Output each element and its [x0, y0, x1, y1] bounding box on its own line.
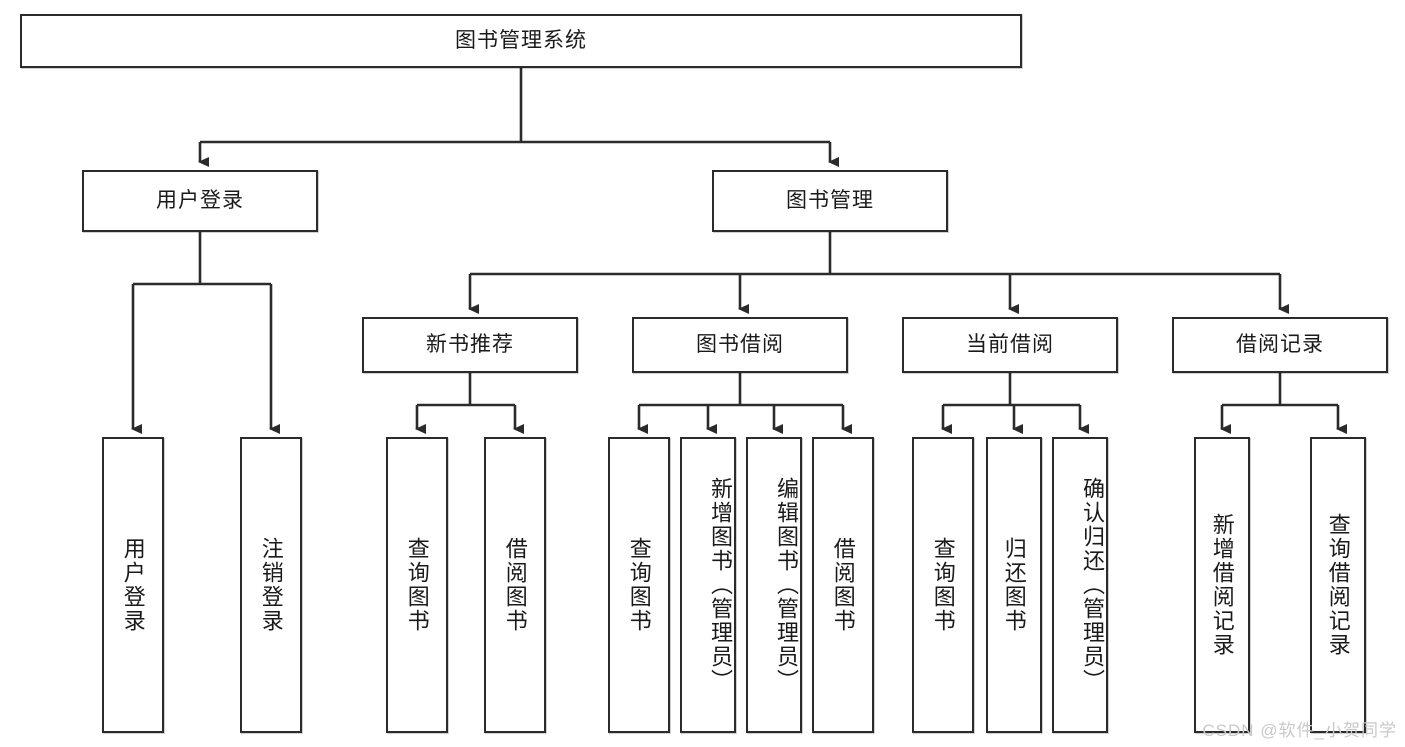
node-root-label: 图书管理系统 — [455, 29, 587, 53]
node-leaf-borrow-book-recommend-label: 借阅图书 — [502, 537, 528, 633]
node-leaf-query-book-current-label: 查询图书 — [930, 537, 956, 633]
node-book-borrow-label: 图书借阅 — [696, 333, 784, 357]
node-book-manage-label: 图书管理 — [786, 189, 874, 213]
node-leaf-logout[interactable]: 注销登录 — [240, 437, 302, 733]
node-leaf-query-book-recommend[interactable]: 查询图书 — [386, 437, 448, 733]
node-leaf-borrow-book[interactable]: 借阅图书 — [812, 437, 874, 733]
node-new-book-recommend[interactable]: 新书推荐 — [362, 317, 578, 373]
node-new-book-recommend-label: 新书推荐 — [426, 333, 514, 357]
node-leaf-add-borrow-record-label: 新增借阅记录 — [1209, 513, 1235, 657]
node-leaf-user-login[interactable]: 用户登录 — [102, 437, 164, 733]
watermark: CSDN @软件_小贺同学 — [1202, 721, 1397, 740]
node-leaf-query-borrow-record-label: 查询借阅记录 — [1325, 513, 1351, 657]
node-leaf-query-book-recommend-label: 查询图书 — [404, 537, 430, 633]
node-leaf-edit-book-label: 编辑图书（管理员） — [774, 477, 799, 693]
node-leaf-borrow-book-recommend[interactable]: 借阅图书 — [484, 437, 546, 733]
node-user-login[interactable]: 用户登录 — [82, 170, 318, 232]
node-current-borrow[interactable]: 当前借阅 — [902, 317, 1118, 373]
node-leaf-query-borrow-record[interactable]: 查询借阅记录 — [1310, 437, 1366, 733]
node-leaf-confirm-return[interactable]: 确认归还（管理员） — [1052, 437, 1108, 733]
node-leaf-edit-book[interactable]: 编辑图书（管理员） — [746, 437, 802, 733]
node-leaf-add-book[interactable]: 新增图书（管理员） — [680, 437, 736, 733]
node-leaf-user-login-label: 用户登录 — [120, 537, 146, 633]
node-leaf-return-book[interactable]: 归还图书 — [986, 437, 1042, 733]
node-leaf-add-borrow-record[interactable]: 新增借阅记录 — [1194, 437, 1250, 733]
node-leaf-add-book-label: 新增图书（管理员） — [708, 477, 733, 693]
node-borrow-record-label: 借阅记录 — [1236, 333, 1324, 357]
node-leaf-confirm-return-label: 确认归还（管理员） — [1080, 477, 1105, 693]
node-book-borrow[interactable]: 图书借阅 — [632, 317, 848, 373]
node-leaf-borrow-book-label: 借阅图书 — [830, 537, 856, 633]
node-leaf-logout-label: 注销登录 — [258, 537, 284, 633]
node-book-manage[interactable]: 图书管理 — [712, 170, 948, 232]
node-leaf-return-book-label: 归还图书 — [1001, 537, 1027, 633]
node-leaf-query-book-borrow-label: 查询图书 — [626, 537, 652, 633]
node-leaf-query-book-current[interactable]: 查询图书 — [912, 437, 974, 733]
node-root[interactable]: 图书管理系统 — [20, 14, 1022, 68]
node-user-login-label: 用户登录 — [156, 189, 244, 213]
node-current-borrow-label: 当前借阅 — [966, 333, 1054, 357]
node-leaf-query-book-borrow[interactable]: 查询图书 — [608, 437, 670, 733]
node-borrow-record[interactable]: 借阅记录 — [1172, 317, 1388, 373]
